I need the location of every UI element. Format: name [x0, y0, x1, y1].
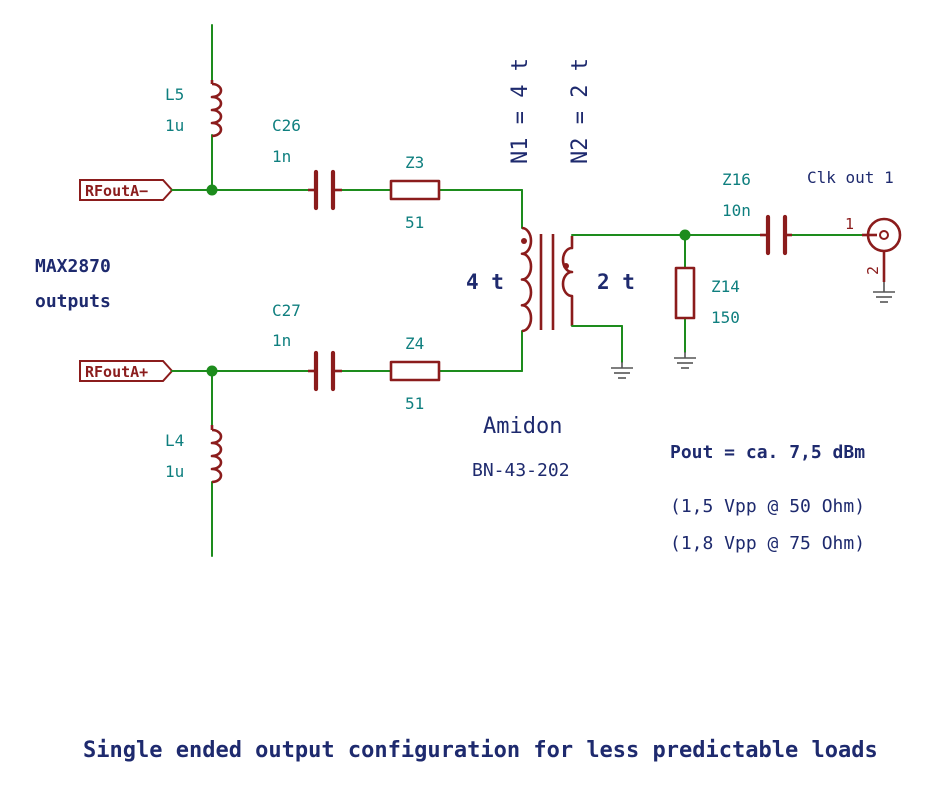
c27-ref: C27: [272, 301, 301, 320]
wire-net-neg: [171, 24, 523, 229]
transformer-t1: 4 t 2 t N1 = 4 t N2 = 2 t Amidon BN-43-2…: [466, 58, 635, 481]
capacitor-c26: C26 1n: [272, 116, 342, 211]
l5-ref: L5: [165, 85, 184, 104]
l5-value: 1u: [165, 116, 184, 135]
transformer-part: BN-43-202: [472, 460, 570, 481]
z16-value: 10n: [722, 201, 751, 220]
c26-value: 1n: [272, 147, 291, 166]
l4-ref: L4: [165, 431, 184, 450]
transformer-maker: Amidon: [483, 414, 562, 439]
z14-value: 150: [711, 308, 740, 327]
port-rfouta-pos-label: RFoutA+: [85, 363, 148, 381]
port-rfouta-neg: RFoutA−: [79, 179, 174, 201]
wire-secondary: [571, 234, 863, 363]
resistor-z4: Z4 51: [389, 334, 441, 413]
c26-ref: C26: [272, 116, 301, 135]
chip-label-line2: outputs: [35, 291, 111, 312]
chip-label-line1: MAX2870: [35, 256, 111, 277]
junction-output: [679, 229, 691, 241]
l4-value: 1u: [165, 462, 184, 481]
vpp50-note: (1,5 Vpp @ 50 Ohm): [670, 496, 865, 517]
coax-center-icon: [879, 230, 889, 240]
pout-note: Pout = ca. 7,5 dBm: [670, 442, 865, 463]
capacitor-c27: C27 1n: [272, 301, 342, 392]
z4-ref: Z4: [405, 334, 424, 353]
primary-dot-icon: [521, 238, 527, 244]
inductor-l4: L4 1u: [165, 425, 223, 484]
wire-net-pos: [171, 330, 523, 557]
junction-neg: [206, 184, 218, 196]
ground-connector-icon: [873, 282, 895, 303]
n1-label: N1 = 4 t: [508, 58, 533, 164]
ground-transformer-icon: [611, 362, 633, 379]
z14-ref: Z14: [711, 277, 740, 296]
port-rfouta-pos: RFoutA+: [79, 360, 174, 382]
diagram-title: Single ended output configuration for le…: [83, 738, 878, 763]
resistor-z14: Z14 150: [674, 266, 740, 327]
z16-ref: Z16: [722, 170, 751, 189]
inductor-l5: L5 1u: [165, 80, 223, 138]
z3-value: 51: [405, 213, 424, 232]
c27-value: 1n: [272, 331, 291, 350]
secondary-dot-icon: [563, 263, 569, 269]
n2-label: N2 = 2 t: [568, 58, 593, 164]
primary-turns-label: 4 t: [466, 270, 504, 294]
resistor-z3: Z3 51: [389, 153, 441, 232]
capacitor-z16: Z16 10n: [722, 170, 792, 256]
connector-label: Clk out 1: [807, 168, 894, 187]
port-rfouta-neg-label: RFoutA−: [85, 182, 148, 200]
z4-value: 51: [405, 394, 424, 413]
z3-ref: Z3: [405, 153, 424, 172]
secondary-turns-label: 2 t: [597, 270, 635, 294]
connector-pin2: 2: [864, 266, 882, 275]
vpp75-note: (1,8 Vpp @ 75 Ohm): [670, 533, 865, 554]
junction-pos: [206, 365, 218, 377]
ground-z14-icon: [674, 352, 696, 369]
connector-clk-out: Clk out 1 1 2: [807, 168, 902, 282]
connector-pin1: 1: [845, 215, 854, 233]
